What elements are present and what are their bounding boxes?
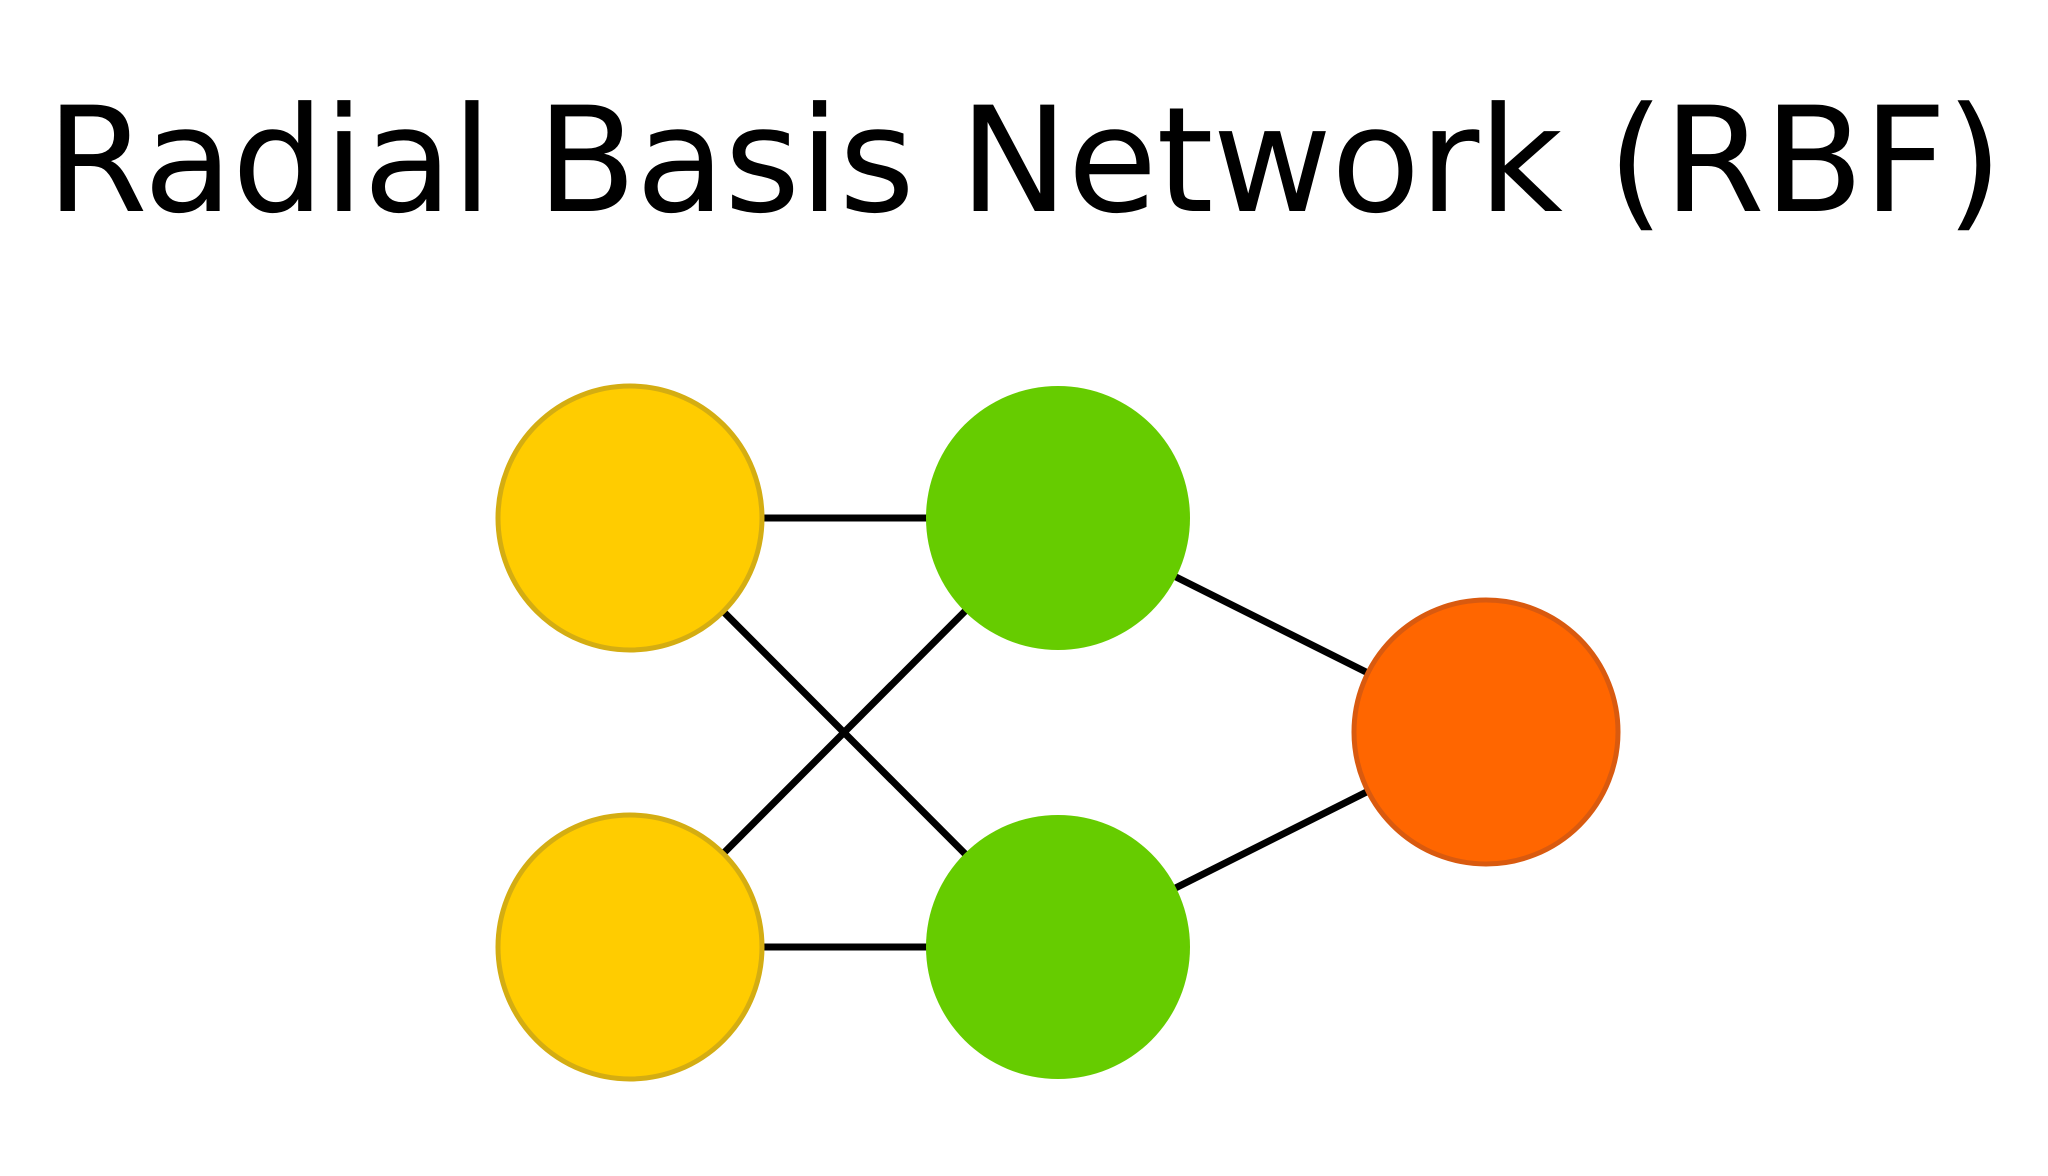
node-layer [495, 383, 1621, 1082]
output-node-1 [1351, 597, 1621, 867]
input-node-2 [495, 812, 765, 1082]
diagram-title: Radial Basis Network (RBF) [46, 76, 2003, 246]
hidden-node-2 [926, 815, 1190, 1079]
hidden-node-1 [926, 386, 1190, 650]
input-node-1 [495, 383, 765, 653]
